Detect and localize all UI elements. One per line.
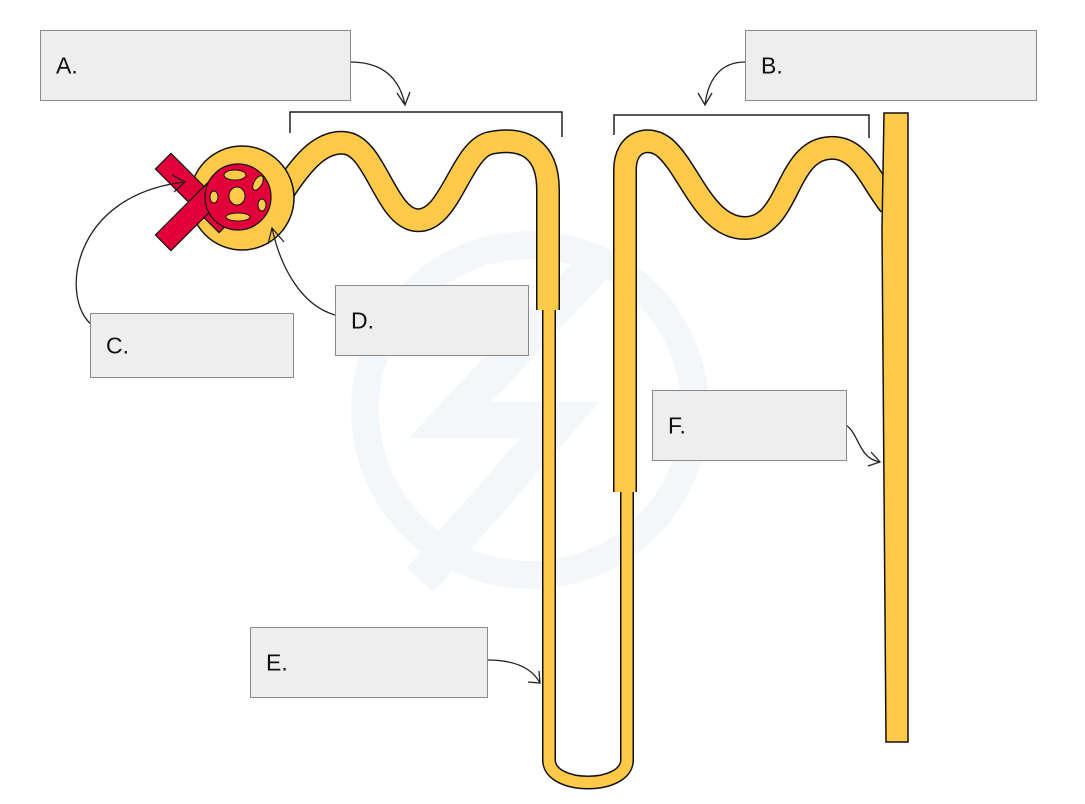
label-box-d[interactable]: D. <box>335 285 529 356</box>
arrow-e <box>486 659 541 684</box>
label-box-a[interactable]: A. <box>40 30 351 101</box>
label-f-text: F. <box>668 412 686 438</box>
label-b-text: B. <box>761 52 783 78</box>
arrow-d <box>267 226 336 316</box>
label-a-text: A. <box>56 52 78 78</box>
label-box-e[interactable]: E. <box>250 627 488 698</box>
arrow-f <box>845 424 882 467</box>
glomerulus <box>154 145 295 252</box>
arrow-c <box>75 174 187 326</box>
bracket-a <box>289 111 563 137</box>
label-box-b[interactable]: B. <box>745 30 1037 101</box>
bracket-b <box>613 114 870 138</box>
label-e-text: E. <box>266 649 288 675</box>
label-c-text: C. <box>106 332 129 358</box>
label-box-f[interactable]: F. <box>652 390 847 461</box>
label-box-c[interactable]: C. <box>90 313 294 378</box>
arrow-a <box>349 61 411 107</box>
label-d-text: D. <box>351 307 374 333</box>
collecting-duct <box>881 112 909 743</box>
arrow-b <box>697 61 746 107</box>
